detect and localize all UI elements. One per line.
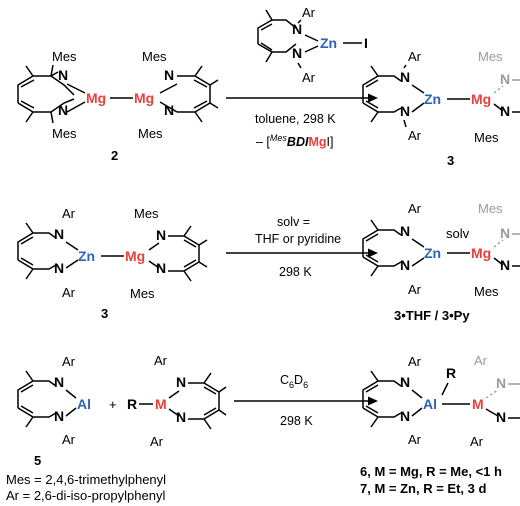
mes-label-minor: Mes xyxy=(478,201,503,216)
n-atom: N xyxy=(400,103,410,119)
condition-temperature: 298 K xyxy=(279,265,312,279)
reagent-zn-iodide: N N Ar Ar Zn I xyxy=(257,5,368,85)
magnesium-atom: Mg xyxy=(134,90,154,106)
mes-label: Mes xyxy=(52,49,77,64)
mes-definition: Mes = 2,4,6-trimethylphenyl xyxy=(6,472,166,487)
n-atom: N xyxy=(164,102,174,118)
iodine-atom: I xyxy=(364,35,368,51)
compound-5: N N Ar Ar Al 5 xyxy=(17,354,91,468)
compound-label: 2 xyxy=(111,148,118,163)
condition-solvent-choice: THF or pyridine xyxy=(255,232,341,246)
magnesium-atom: Mg xyxy=(471,245,491,261)
ar-label: Ar xyxy=(302,70,316,85)
ar-label: Ar xyxy=(408,282,422,297)
compound-label: 3 xyxy=(447,153,454,168)
n-atom: N xyxy=(58,67,68,83)
ar-label: Ar xyxy=(408,201,422,216)
zinc-atom: Zn xyxy=(424,245,441,261)
n-atom: N xyxy=(164,67,174,83)
n-atom: N xyxy=(176,374,186,390)
n-atom: N xyxy=(156,260,166,276)
n-atom-minor: N xyxy=(500,71,510,87)
solv-label: solv xyxy=(446,226,470,241)
magnesium-atom: Mg xyxy=(125,248,145,264)
ar-label: Ar xyxy=(62,285,76,300)
reaction-arrow-3: C6D6 298 K xyxy=(234,373,378,428)
ar-label-minor: Ar xyxy=(474,353,488,368)
mes-label: Mes xyxy=(130,286,155,301)
ar-label: Ar xyxy=(62,432,76,447)
compound-7-description: 7, M = Zn, R = Et, 3 d xyxy=(360,481,486,496)
ar-label: Ar xyxy=(302,5,316,20)
n-atom: N xyxy=(292,21,302,37)
n-atom: N xyxy=(176,409,186,425)
n-atom: N xyxy=(54,408,64,424)
n-atom: N xyxy=(54,374,64,390)
aluminium-atom: Al xyxy=(423,396,437,412)
mes-label: Mes xyxy=(474,284,499,299)
mes-label: Mes xyxy=(134,206,159,221)
ar-label: Ar xyxy=(408,128,422,143)
r-group: R xyxy=(446,365,456,381)
zinc-atom: Zn xyxy=(424,91,441,107)
ar-label: Ar xyxy=(62,206,76,221)
mes-label: Mes xyxy=(138,126,163,141)
plus-sign: + xyxy=(109,397,117,412)
reaction-arrow-1: toluene, 298 K – [MesBDIMgI] xyxy=(226,93,378,149)
ar-label: Ar xyxy=(62,354,76,369)
metal-atom: M xyxy=(155,396,167,412)
mes-label: Mes xyxy=(52,126,77,141)
n-atom: N xyxy=(500,257,510,273)
magnesium-atom: Mg xyxy=(471,91,491,107)
n-atom: N xyxy=(496,409,506,425)
n-atom: N xyxy=(58,102,68,118)
ar-definition: Ar = 2,6-di-iso-propylphenyl xyxy=(6,488,165,503)
condition-solvent: toluene, 298 K xyxy=(255,112,336,126)
condition-solv: solv = xyxy=(277,215,310,229)
ar-label: Ar xyxy=(470,434,484,449)
ar-label: Ar xyxy=(150,434,164,449)
compound-3-product: N N Ar Ar Zn Mg N N Mes Mes 3 xyxy=(362,49,520,168)
mes-label: Mes xyxy=(474,130,499,145)
n-atom: N xyxy=(400,408,410,424)
n-atom: N xyxy=(54,260,64,276)
ar-label: Ar xyxy=(408,432,422,447)
r-group: R xyxy=(127,396,137,412)
n-atom-minor: N xyxy=(500,225,510,241)
zinc-atom: Zn xyxy=(320,35,337,51)
n-atom: N xyxy=(400,223,410,239)
compound-2: N N Mes Mes Mg Mg N N Mes Mes 2 xyxy=(17,49,219,163)
n-atom: N xyxy=(292,45,302,61)
compound-3-reactant: N N Ar Ar Zn Mg N N Mes Mes 3 xyxy=(17,206,208,321)
n-atom: N xyxy=(54,226,64,242)
compound-label: 3 xyxy=(101,306,108,321)
ar-label: Ar xyxy=(408,49,422,64)
magnesium-atom: Mg xyxy=(86,90,106,106)
condition-temperature: 298 K xyxy=(280,414,313,428)
ar-label: Ar xyxy=(154,353,168,368)
reagent-r-m: R M N N Ar Ar xyxy=(127,353,227,449)
n-atom: N xyxy=(400,257,410,273)
mes-label: Mes xyxy=(142,49,167,64)
compound-6-description: 6, M = Mg, R = Me, <1 h xyxy=(360,464,502,479)
compound-label: 3•THF / 3•Py xyxy=(394,308,470,323)
condition-byproduct: – [MesBDIMgI] xyxy=(256,133,333,149)
mes-label-minor: Mes xyxy=(478,49,503,64)
compound-3-solvate: N N Ar Ar Zn solv Mg N N Mes Mes 3•THF /… xyxy=(362,201,520,323)
n-atom: N xyxy=(400,374,410,390)
ar-label: Ar xyxy=(408,354,422,369)
condition-solvent: C6D6 xyxy=(280,373,308,390)
compound-6-7: N N Ar Ar Al R M N N Ar Ar 6, M = Mg, R … xyxy=(360,353,520,496)
n-atom-minor: N xyxy=(496,375,506,391)
n-atom: N xyxy=(400,69,410,85)
n-atom: N xyxy=(500,103,510,119)
zinc-atom: Zn xyxy=(78,248,95,264)
reaction-arrow-2: solv = THF or pyridine 298 K xyxy=(226,215,378,279)
n-atom: N xyxy=(156,227,166,243)
compound-label: 5 xyxy=(34,453,41,468)
abbreviation-legend: Mes = 2,4,6-trimethylphenyl Ar = 2,6-di-… xyxy=(6,472,166,503)
aluminium-atom: Al xyxy=(77,396,91,412)
metal-atom: M xyxy=(472,396,484,412)
